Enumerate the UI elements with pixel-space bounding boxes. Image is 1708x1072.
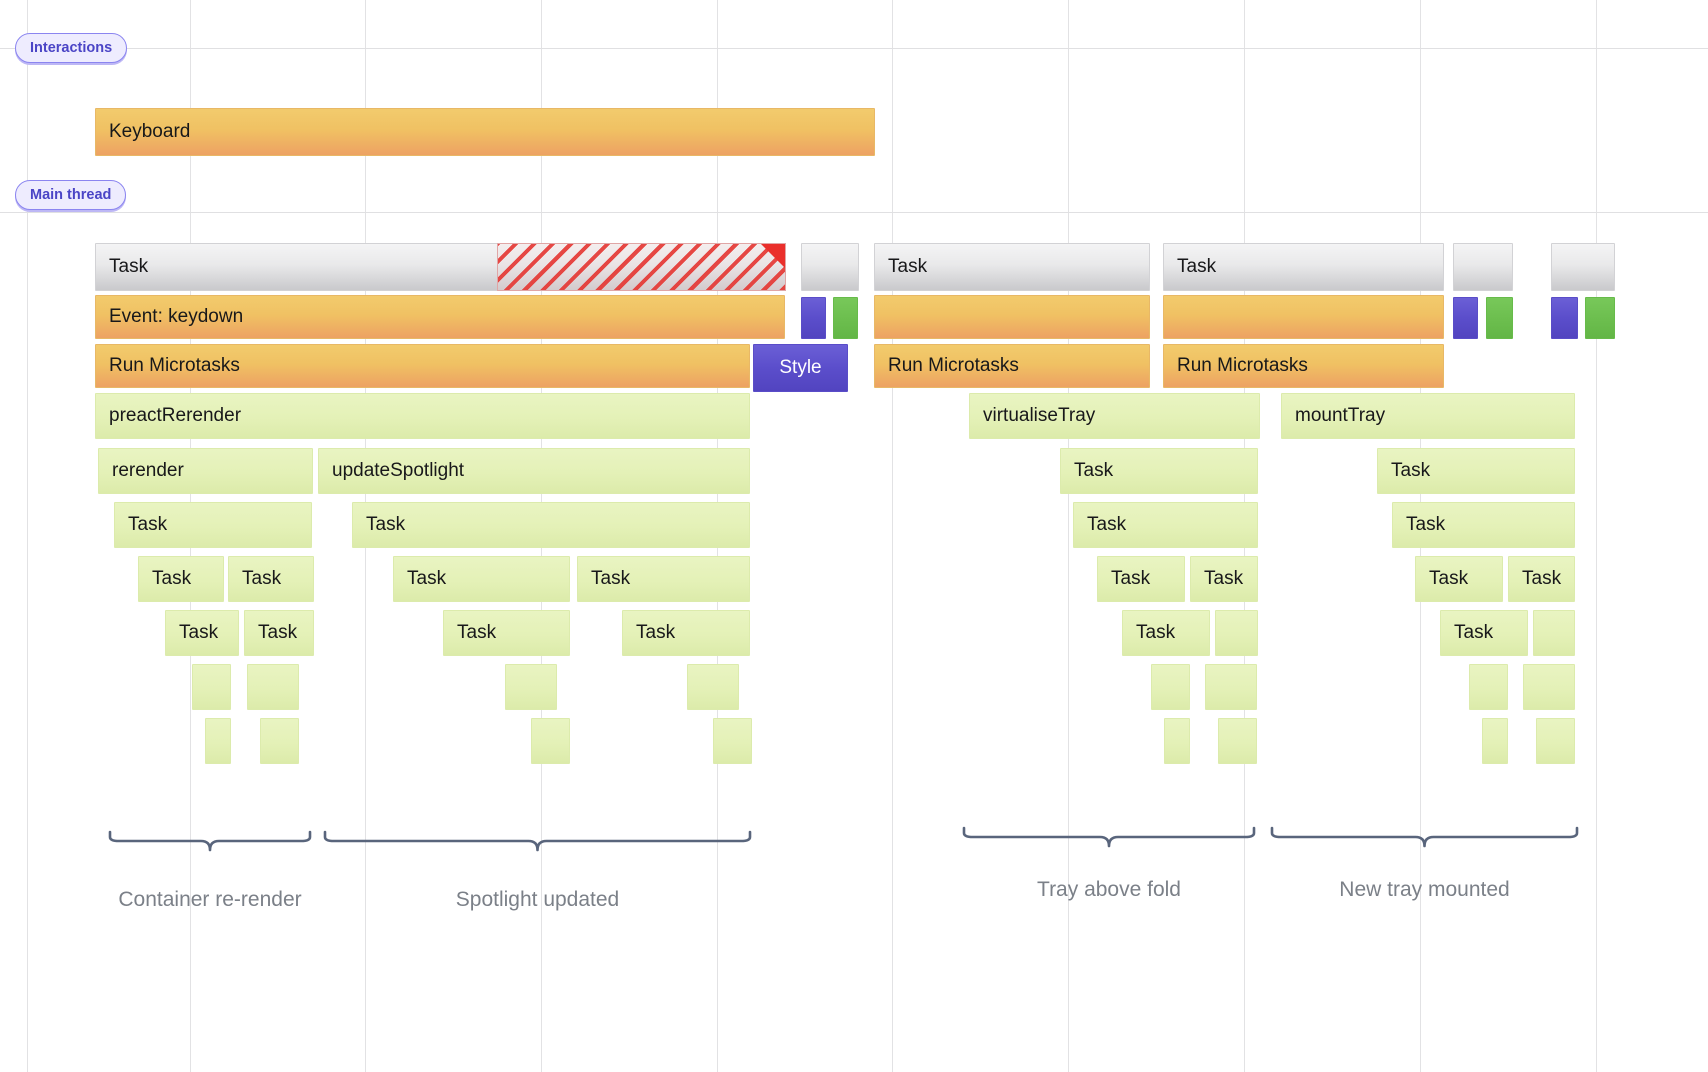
flame-block-task-r6-2[interactable]: Task (393, 556, 570, 602)
flame-block-run-microtasks-r2-3[interactable]: Run Microtasks (1163, 344, 1444, 388)
long-task-warning-overlay[interactable] (497, 243, 786, 291)
main-thread-track[interactable]: Main thread (15, 180, 127, 210)
flame-block-task-r5-3[interactable]: Task (1392, 502, 1575, 548)
flame-block-unlabeled-r1-1[interactable] (801, 297, 826, 339)
horizontal-gridline-0 (0, 48, 1708, 49)
annotation-new-tray-mounted-label: New tray mounted (1339, 878, 1510, 901)
long-task-corner-marker-icon (761, 244, 785, 268)
flame-block-run-microtasks-r2-0[interactable]: Run Microtasks (95, 344, 750, 388)
vertical-gridline-9 (1596, 0, 1597, 1072)
annotation-container-rerender-bracket (108, 830, 312, 858)
flame-block-unlabeled-r0-1[interactable] (801, 243, 859, 291)
flame-block-task-r7-1[interactable]: Task (244, 610, 314, 656)
flame-block-task-r5-0[interactable]: Task (114, 502, 312, 548)
flame-block-unlabeled-r8-0[interactable] (192, 664, 231, 710)
flame-block-task-r6-4[interactable]: Task (1097, 556, 1185, 602)
flame-block-task-r6-3[interactable]: Task (577, 556, 750, 602)
vertical-gridline-6 (1068, 0, 1069, 1072)
flame-block-unlabeled-r9-0[interactable] (205, 718, 231, 764)
annotation-container-rerender-label: Container re-render (118, 888, 302, 911)
horizontal-gridline-1 (0, 212, 1708, 213)
flame-block-unlabeled-r9-6[interactable] (1482, 718, 1508, 764)
flame-block-unlabeled-r9-1[interactable] (260, 718, 299, 764)
flame-block-unlabeled-r9-5[interactable] (1218, 718, 1257, 764)
annotation-new-tray-mounted-bracket (1270, 826, 1579, 854)
flame-block-unlabeled-r1-7[interactable] (1551, 297, 1578, 339)
annotation-tray-above-fold-bracket (962, 826, 1256, 854)
vertical-gridline-5 (892, 0, 893, 1072)
vertical-gridline-0 (27, 0, 28, 1072)
flame-block-unlabeled-r9-2[interactable] (531, 718, 570, 764)
flame-block-unlabeled-r9-4[interactable] (1164, 718, 1190, 764)
flame-block-task-r6-0[interactable]: Task (138, 556, 224, 602)
flame-block-run-microtasks-r2-2[interactable]: Run Microtasks (874, 344, 1150, 388)
flame-block-task-r6-7[interactable]: Task (1508, 556, 1575, 602)
flame-block-task-r7-6[interactable]: Task (1440, 610, 1528, 656)
flame-block-unlabeled-r1-4[interactable] (1163, 295, 1444, 339)
flame-block-unlabeled-r1-2[interactable] (833, 297, 858, 339)
flame-block-task-r7-4[interactable]: Task (1122, 610, 1210, 656)
flame-block-task-r5-1[interactable]: Task (352, 502, 750, 548)
flame-block-event-keydown-r1-0[interactable]: Event: keydown (95, 295, 785, 339)
flame-block-unlabeled-r7-5[interactable] (1215, 610, 1258, 656)
flame-block-task-r4-3[interactable]: Task (1377, 448, 1575, 494)
flame-block-task-r6-5[interactable]: Task (1190, 556, 1258, 602)
flame-block-unlabeled-r0-4[interactable] (1453, 243, 1513, 291)
flame-block-unlabeled-r1-8[interactable] (1585, 297, 1615, 339)
flame-block-unlabeled-r9-7[interactable] (1536, 718, 1575, 764)
annotation-tray-above-fold-label: Tray above fold (1037, 878, 1181, 901)
flame-block-unlabeled-r0-5[interactable] (1551, 243, 1615, 291)
flame-block-task-r4-2[interactable]: Task (1060, 448, 1258, 494)
flame-block-unlabeled-r8-1[interactable] (247, 664, 299, 710)
flame-block-unlabeled-r8-2[interactable] (505, 664, 557, 710)
flame-block-task-r6-6[interactable]: Task (1415, 556, 1503, 602)
flame-block-unlabeled-r8-3[interactable] (687, 664, 739, 710)
flame-block-unlabeled-r8-5[interactable] (1205, 664, 1257, 710)
flame-block-preactrerender-r3-0[interactable]: preactRerender (95, 393, 750, 439)
flame-block-unlabeled-r1-6[interactable] (1486, 297, 1513, 339)
flame-block-rerender-r4-0[interactable]: rerender (98, 448, 313, 494)
flame-block-mounttray-r3-2[interactable]: mountTray (1281, 393, 1575, 439)
flame-block-task-r5-2[interactable]: Task (1073, 502, 1258, 548)
annotation-spotlight-updated-bracket (323, 830, 752, 858)
flame-block-unlabeled-r8-7[interactable] (1523, 664, 1575, 710)
flame-block-unlabeled-r1-3[interactable] (874, 295, 1150, 339)
flame-block-unlabeled-r8-6[interactable] (1469, 664, 1508, 710)
flame-block-task-r7-3[interactable]: Task (622, 610, 750, 656)
flame-block-unlabeled-r9-3[interactable] (713, 718, 752, 764)
flame-block-task-r0-2[interactable]: Task (874, 243, 1150, 291)
flame-block-unlabeled-r1-5[interactable] (1453, 297, 1478, 339)
flame-block-task-r7-2[interactable]: Task (443, 610, 570, 656)
interactions-track[interactable]: Interactions (15, 33, 128, 63)
flame-block-style-r2-1[interactable]: Style (753, 344, 848, 392)
annotation-spotlight-updated-label: Spotlight updated (455, 888, 620, 911)
flame-block-unlabeled-r7-7[interactable] (1533, 610, 1575, 656)
flame-block-unlabeled-r8-4[interactable] (1151, 664, 1190, 710)
flame-block-task-r6-1[interactable]: Task (228, 556, 314, 602)
keyboard-interaction[interactable]: Keyboard (95, 108, 875, 156)
flame-block-updatespotlight-r4-1[interactable]: updateSpotlight (318, 448, 750, 494)
flame-block-task-r7-0[interactable]: Task (165, 610, 239, 656)
flame-block-virtualisetray-r3-1[interactable]: virtualiseTray (969, 393, 1260, 439)
flame-block-task-r0-3[interactable]: Task (1163, 243, 1444, 291)
